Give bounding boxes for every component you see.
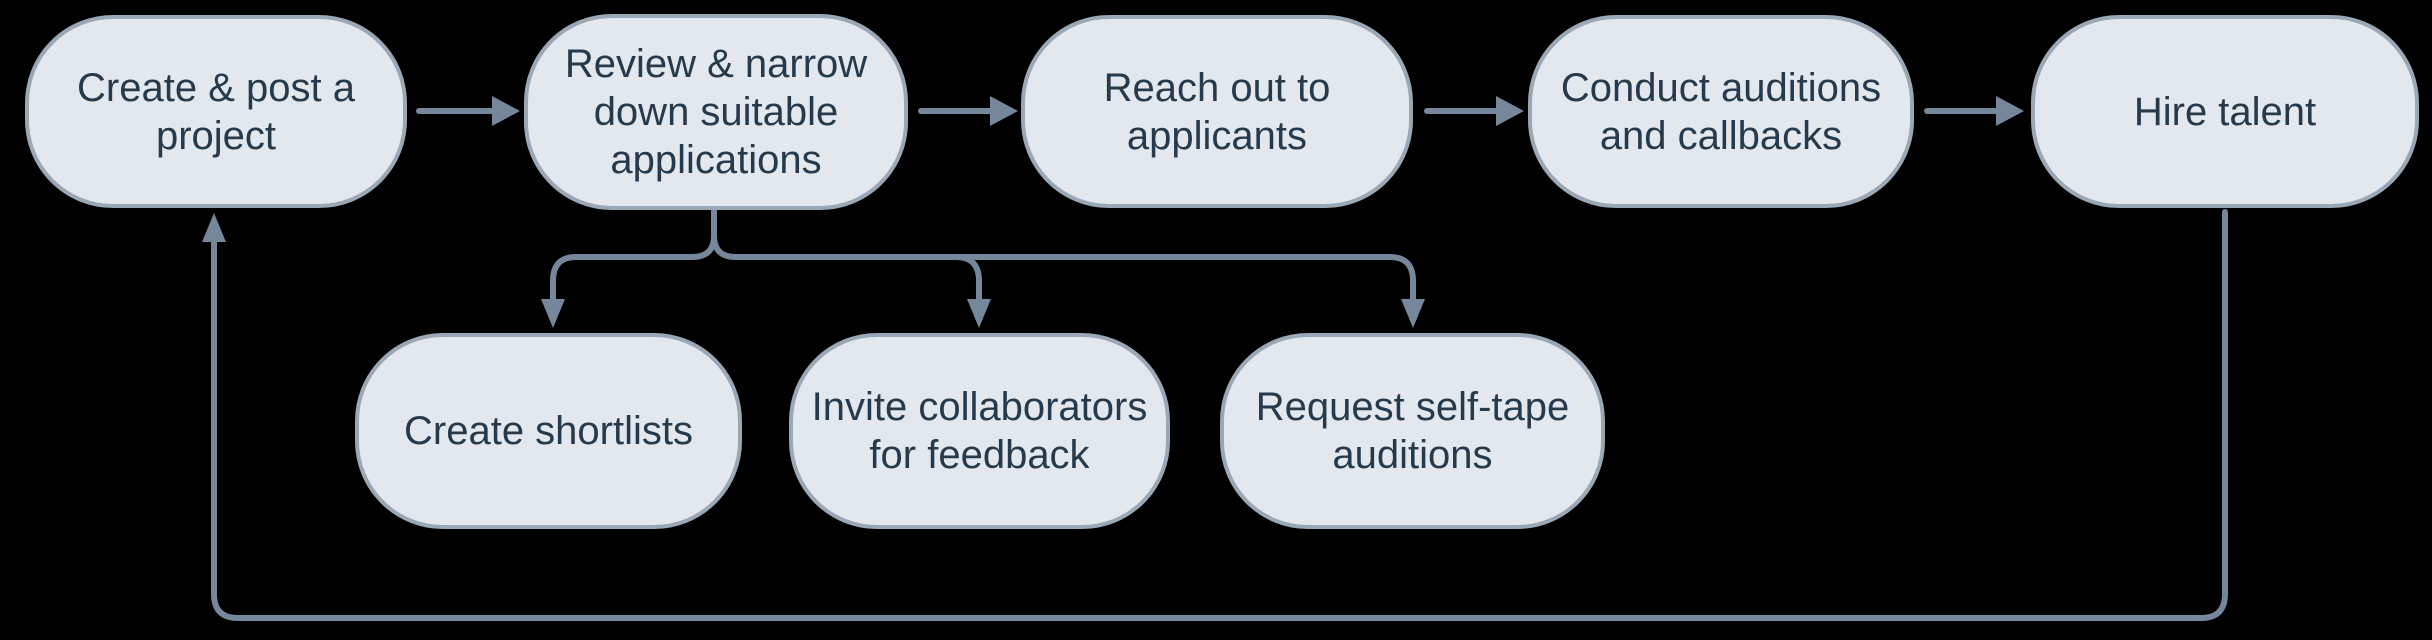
node-create-post-project: Create & post a project — [25, 15, 407, 208]
node-label: Hire talent — [2133, 89, 2317, 134]
node-label: Review & narrow down suitable applicatio… — [564, 42, 868, 182]
edge-reach-out-to-conduct — [1424, 96, 1524, 126]
node-label: Invite collaborators for feedback — [811, 385, 1148, 477]
node-label: Create & post a project — [77, 65, 355, 158]
node-conduct-auditions: Conduct auditions and callbacks — [1528, 15, 1914, 208]
edge-conduct-to-hire — [1924, 96, 2024, 126]
node-review-applications: Review & narrow down suitable applicatio… — [524, 14, 908, 210]
node-label: Request self-tape auditions — [1255, 385, 1570, 477]
node-create-shortlists: Create shortlists — [355, 333, 742, 529]
edge-review-to-request-self-tape — [711, 205, 1425, 328]
node-invite-collaborators: Invite collaborators for feedback — [789, 333, 1170, 529]
edge-create-to-review — [416, 96, 520, 126]
node-hire-talent: Hire talent — [2031, 15, 2419, 208]
node-label: Conduct auditions and callbacks — [1560, 65, 1882, 158]
node-request-self-tape: Request self-tape auditions — [1220, 333, 1605, 529]
edge-review-to-reach-out — [918, 96, 1018, 126]
edge-review-to-create-shortlists — [541, 205, 717, 328]
edge-review-to-invite-collaborators — [953, 254, 991, 328]
node-label: Reach out to applicants — [1103, 65, 1331, 158]
node-label: Create shortlists — [404, 409, 693, 453]
edge-hire-to-create-loop — [202, 209, 2228, 621]
node-reach-out-applicants: Reach out to applicants — [1021, 15, 1413, 208]
